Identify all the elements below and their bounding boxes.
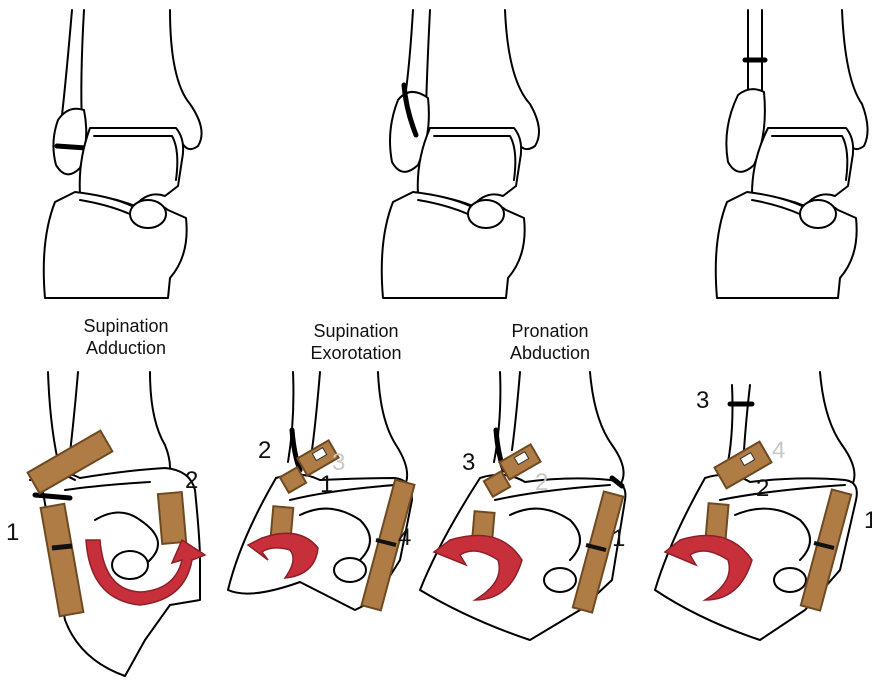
stage-number: 3 [462,449,475,476]
caption-line: Exorotation [286,342,426,364]
top-ankle-1 [44,10,202,298]
top-ankle-2 [382,10,539,298]
caption-supination-exorotation: Supination Exorotation [286,320,426,364]
stage-number-faded: 4 [772,437,785,464]
stage-number-faded: 2 [535,469,548,496]
stage-number: 1 [320,471,333,498]
caption-line: Supination [286,320,426,342]
caption-line: Supination [56,315,196,337]
stage-number: 1 [6,519,19,546]
caption-line: Pronation [480,320,620,342]
stage-number: 1 [612,525,625,552]
top-ankle-3 [716,10,868,298]
caption-line: Adduction [56,337,196,359]
caption-pronation-abduction: Pronation Abduction [480,320,620,364]
stage-number: 2 [258,437,271,464]
stage-number: 2 [756,475,769,502]
stage-number-faded: 3 [332,449,345,476]
caption-supination-adduction: Supination Adduction [56,315,196,359]
ligament-bar-1c [158,492,186,544]
stage-number: 2 [185,467,198,494]
stage-number: 1 [864,507,872,534]
stage-number: 3 [696,387,709,414]
stage-number: 4 [398,524,411,551]
caption-line: Abduction [480,342,620,364]
fracture-line-1 [57,146,86,148]
